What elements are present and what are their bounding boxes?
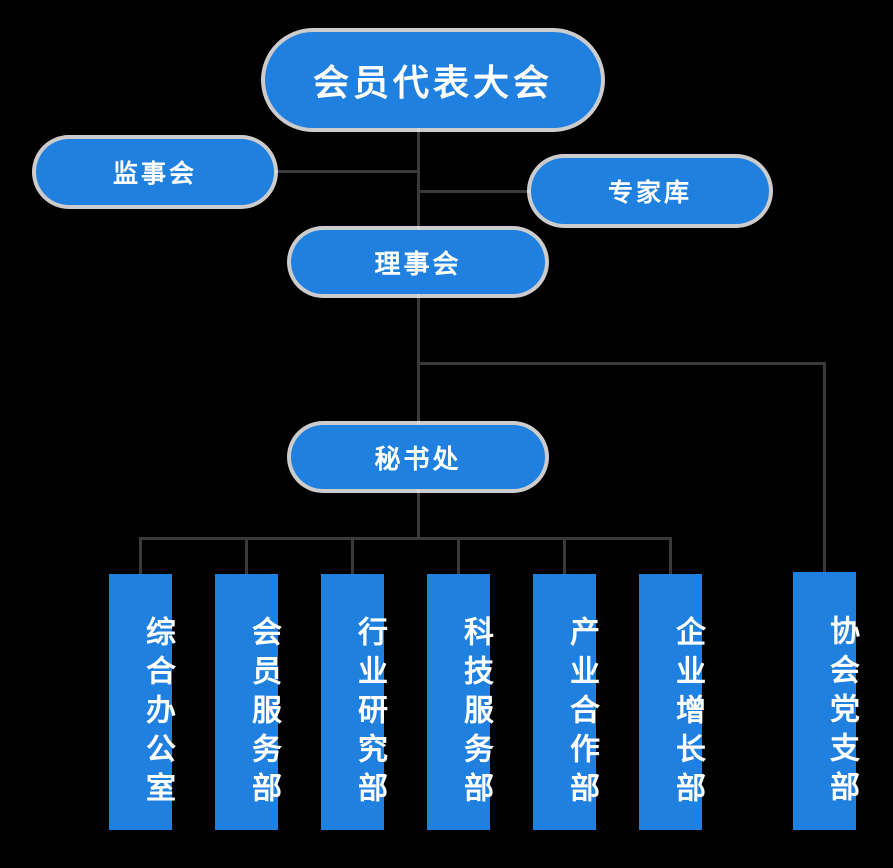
node-experts[interactable]: 专家库: [531, 158, 769, 224]
node-secretariat[interactable]: 秘书处: [291, 425, 545, 489]
connector-assembly-to-directors: [417, 128, 420, 232]
connector-drop-tech-service: [457, 537, 460, 575]
node-industry-cooperation[interactable]: 产业合作部: [533, 574, 598, 830]
connector-secretariat-down: [417, 489, 420, 539]
node-assembly[interactable]: 会员代表大会: [265, 32, 601, 128]
node-party-branch[interactable]: 协会党支部: [793, 572, 858, 830]
connector-drop-industry-research: [351, 537, 354, 575]
connector-drop-enterprise-growth: [669, 537, 672, 575]
connector-bus-to-party-branch: [823, 362, 826, 574]
connector-spine-to-supervisors: [274, 170, 419, 173]
connector-directors-bus: [417, 362, 826, 365]
node-general-office[interactable]: 综合办公室: [109, 574, 174, 830]
connector-departments-bus: [139, 537, 670, 540]
node-member-service[interactable]: 会员服务部: [215, 574, 280, 830]
node-supervisors[interactable]: 监事会: [36, 139, 274, 205]
node-industry-research[interactable]: 行业研究部: [321, 574, 386, 830]
connector-drop-industry-cooperation: [563, 537, 566, 575]
connector-spine-to-experts: [417, 190, 533, 193]
node-enterprise-growth[interactable]: 企业增长部: [639, 574, 704, 830]
connector-directors-down: [417, 294, 420, 364]
connector-bus-to-secretariat: [417, 362, 420, 427]
node-tech-service[interactable]: 科技服务部: [427, 574, 492, 830]
node-directors[interactable]: 理事会: [291, 230, 545, 294]
connector-drop-general-office: [139, 537, 142, 575]
connector-drop-member-service: [245, 537, 248, 575]
